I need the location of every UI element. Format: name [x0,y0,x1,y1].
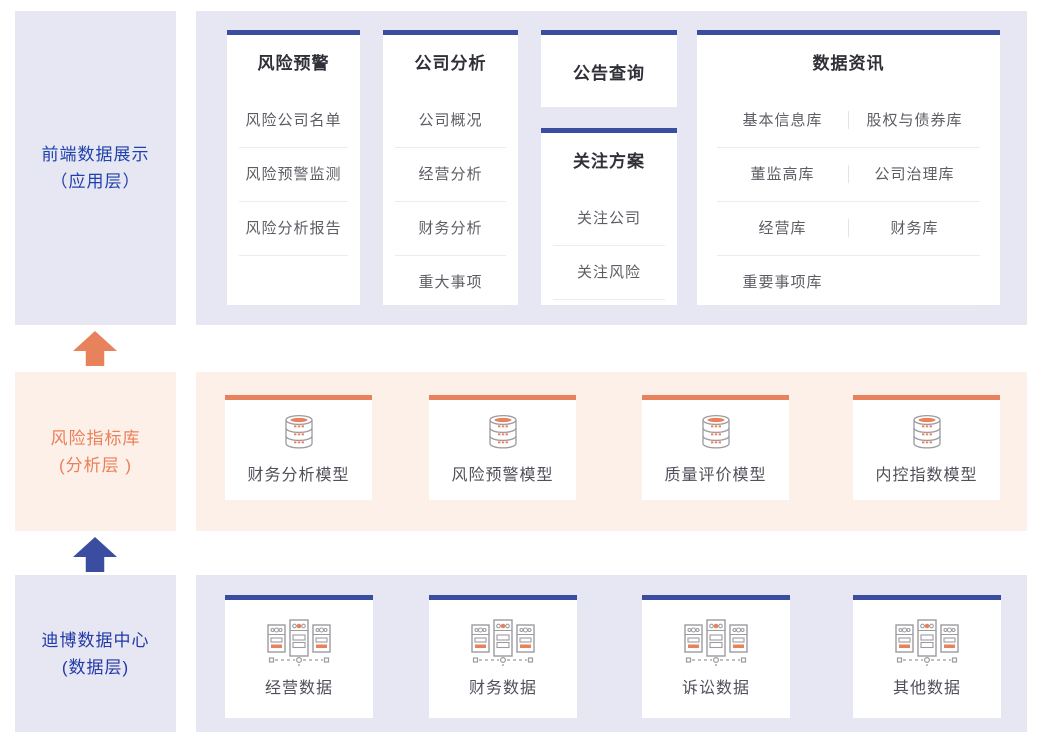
model-card-label: 质量评价模型 [664,467,767,484]
card-model-quality-evaluation: 质量评价模型 [642,395,789,500]
cell-divider [848,218,849,237]
card-data-info: 数据资讯 基本信息库 股权与债券库 董监高库 公司治理库 经营库 财务库 [697,30,1000,310]
layer-label-application: 前端数据展示 （应用层） [15,11,176,325]
server-rack-icon [893,613,961,667]
data-card-label: 财务数据 [468,680,537,697]
blue-up-arrow-icon [73,537,117,572]
data-info-cell: 公司治理库 [874,166,955,183]
data-info-cell: 基本信息库 [742,112,823,129]
card-announcement-query: 公告查询 [541,30,677,107]
card-title: 数据资讯 [812,54,885,73]
card-risk-warning: 风险预警 风险公司名单 风险预警监测 风险分析报告 [227,30,360,305]
card-data-other: 其他数据 [853,595,1001,718]
data-info-row: 基本信息库 股权与债券库 [717,94,980,148]
card-item: 财务分析 [395,202,506,256]
data-layer-panel: 经营数据 财务数据 诉讼数据 其他数据 [196,575,1027,732]
layer-label-analysis: 风险指标库 (分析层 ) [15,372,176,531]
layer-label-line: (分析层 ) [58,455,133,475]
database-icon [907,412,947,452]
card-item: 风险公司名单 [239,94,348,148]
card-model-internal-control-index: 内控指数模型 [853,395,1000,500]
card-title: 关注方案 [573,152,645,171]
model-card-label: 风险预警模型 [451,467,554,484]
data-info-row: 董监高库 公司治理库 [717,148,980,202]
layer-label-line: 前端数据展示 [41,145,150,164]
data-info-row: 经营库 财务库 [717,202,980,256]
data-card-label: 经营数据 [264,680,333,697]
data-info-cell: 股权与债券库 [866,112,963,129]
layer-label-line: 风险指标库 [50,428,141,448]
database-icon [483,412,523,452]
card-item: 经营分析 [395,148,506,202]
data-card-label: 其他数据 [892,680,961,697]
layer-label-line: (数据层) [61,657,130,677]
data-info-row: 重要事项库 [717,256,980,310]
card-data-litigation: 诉讼数据 [642,595,790,718]
layer-label-line: （应用层） [50,172,141,191]
card-item-grid: 基本信息库 股权与债券库 董监高库 公司治理库 经营库 财务库 重要事项库 [697,94,1000,310]
data-info-cell: 经营库 [758,220,807,237]
database-icon [279,412,319,452]
card-item: 关注公司 [553,192,665,246]
card-model-risk-warning: 风险预警模型 [429,395,576,500]
cell-divider [848,110,849,129]
application-layer-panel: 风险预警 风险公司名单 风险预警监测 风险分析报告 公司分析 公司概况 经营分析… [196,11,1027,325]
card-item: 重大事项 [395,256,506,310]
model-card-label: 内控指数模型 [875,467,978,484]
card-item: 风险分析报告 [239,202,348,256]
server-rack-icon [682,613,750,667]
card-item-list: 关注公司 关注风险 [541,192,677,300]
card-item: 公司概况 [395,94,506,148]
card-data-operation: 经营数据 [225,595,373,718]
layer-label-data: 迪博数据中心 (数据层) [15,575,176,732]
data-card-label: 诉讼数据 [681,680,750,697]
card-item-list: 风险公司名单 风险预警监测 风险分析报告 [227,94,360,256]
data-info-cell: 财务库 [890,220,939,237]
model-card-label: 财务分析模型 [247,467,350,484]
analysis-layer-panel: 财务分析模型 风险预警模型 质量评价模型 内控指数模型 [196,372,1027,531]
card-watch-plan: 关注方案 关注公司 关注风险 [541,128,677,305]
card-title: 风险预警 [257,54,330,73]
server-rack-icon [265,613,333,667]
data-info-cell: 董监高库 [750,166,815,183]
card-title: 公司分析 [414,54,487,73]
card-title: 公告查询 [573,63,645,83]
cell-divider [848,164,849,183]
card-data-finance: 财务数据 [429,595,577,718]
card-model-finance-analysis: 财务分析模型 [225,395,372,500]
card-item: 风险预警监测 [239,148,348,202]
database-icon [696,412,736,452]
card-item: 关注风险 [553,246,665,300]
layer-label-line: 迪博数据中心 [41,630,150,650]
orange-up-arrow-icon [73,331,117,366]
data-info-cell: 重要事项库 [742,274,823,291]
card-company-analysis: 公司分析 公司概况 经营分析 财务分析 重大事项 [383,30,518,310]
card-item-list: 公司概况 经营分析 财务分析 重大事项 [383,94,518,310]
server-rack-icon [469,613,537,667]
